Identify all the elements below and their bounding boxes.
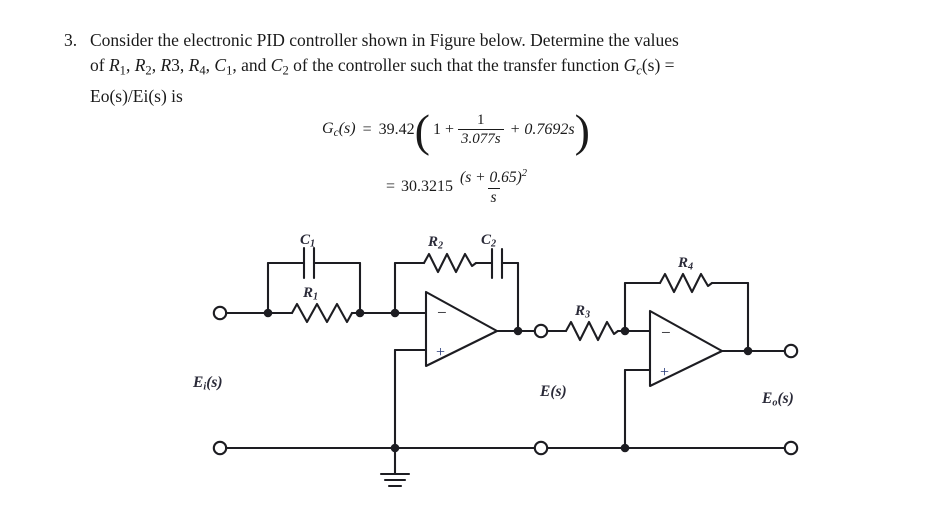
- label-r1-subscript: 1: [313, 291, 319, 303]
- eq2-fraction-numerator: (s + 0.65)2: [460, 168, 528, 186]
- label-r3-subscript: 3: [585, 309, 591, 321]
- eq2-gain: 30.3215: [401, 178, 454, 196]
- resistor-r2: [422, 252, 478, 274]
- label-signal-mid: E(s): [540, 383, 567, 400]
- node-r1-c1-right: [355, 308, 365, 318]
- node-ground-rail-right: [620, 443, 630, 453]
- input-terminal-ei: [212, 305, 228, 321]
- label-signal-output: Eo(s): [762, 390, 794, 409]
- label-r4: R4: [678, 255, 694, 273]
- eq1-lhs: Gc(s): [322, 120, 356, 140]
- eq1-fraction-denominator: 3.077s: [457, 129, 504, 147]
- resistor-r3: [564, 320, 620, 342]
- problem-line-2: of R1, R2, R3, R4, C1, and C2 of the con…: [64, 53, 920, 84]
- label-output-subscript: o: [772, 397, 778, 409]
- eq1-gain: 39.42: [378, 120, 415, 138]
- node-r1-c1-left: [263, 308, 273, 318]
- eq1-term-one: 1 +: [432, 120, 454, 138]
- label-c1-subscript: 1: [310, 238, 316, 250]
- label-r1: R1: [303, 285, 319, 303]
- resistor-r1: [290, 302, 354, 324]
- label-r3: R3: [575, 303, 591, 321]
- label-output-arg: (s): [777, 390, 794, 407]
- label-signal-input: Ei(s): [193, 374, 223, 393]
- output-terminal-eo-return: [783, 440, 799, 456]
- problem-line-2-text: of R1, R2, R3, R4, C1, and C2 of the con…: [90, 55, 675, 78]
- opamp-1-body: [424, 290, 499, 368]
- opamp-2-body: [648, 309, 724, 388]
- terminal-stage1-output-e: [533, 323, 549, 339]
- problem-line-1-text: Consider the electronic PID controller s…: [90, 28, 920, 53]
- label-mid-arg: (s): [550, 383, 567, 400]
- eq2-equals: =: [386, 178, 396, 196]
- opamp1-noninverting-sign: +: [436, 344, 445, 361]
- problem-number: 3.: [64, 30, 78, 50]
- eq1-equals: =: [362, 120, 372, 138]
- problem-line-3: Eo(s)/Ei(s) is: [64, 84, 920, 109]
- label-r2: R2: [428, 234, 444, 252]
- label-input-subscript: i: [203, 381, 207, 393]
- eq1-derivative-term: + 0.7692s: [509, 120, 575, 138]
- equation-transfer-function-expanded: Gc(s) = 39.42 ( 1 + 1 3.077s + 0.7692s ): [322, 104, 590, 156]
- terminal-stage1-output-return: [533, 440, 549, 456]
- label-c2-subscript: 2: [491, 238, 497, 250]
- opamp2-noninverting-sign: +: [660, 364, 669, 381]
- equation-transfer-function-factored: = 30.3215 (s + 0.65)2 s: [386, 168, 534, 206]
- label-c1: C1: [300, 232, 316, 250]
- problem-line-1: 3. Consider the electronic PID controlle…: [64, 28, 920, 53]
- eq2-fraction: (s + 0.65)2 s: [457, 168, 530, 206]
- problem-line-3-text: Eo(s)/Ei(s) is: [90, 85, 183, 106]
- problem-line-1-body: Consider the electronic PID controller s…: [90, 30, 679, 50]
- opamp2-inverting-sign: −: [661, 323, 671, 342]
- input-terminal-ei-return: [212, 440, 228, 456]
- label-r4-subscript: 4: [688, 261, 694, 273]
- eq1-fraction-numerator: 1: [477, 112, 485, 128]
- opamp1-inverting-sign: −: [437, 303, 447, 322]
- output-terminal-eo: [783, 343, 799, 359]
- eq1-fraction: 1 3.077s: [457, 112, 504, 147]
- label-r2-subscript: 2: [438, 240, 444, 252]
- eq2-fraction-denominator: s: [487, 187, 500, 207]
- label-c2: C2: [481, 232, 497, 250]
- resistor-r4: [658, 272, 714, 294]
- problem-statement: 3. Consider the electronic PID controlle…: [64, 28, 920, 109]
- label-input-arg: (s): [206, 374, 223, 391]
